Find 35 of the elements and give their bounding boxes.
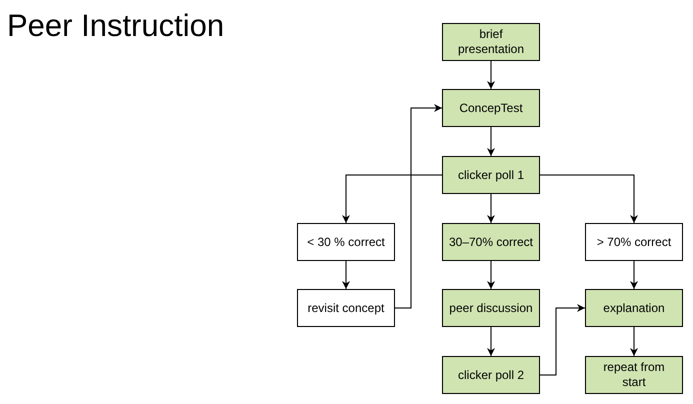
process-box [442, 356, 540, 394]
process-box [585, 223, 683, 261]
process-box [442, 89, 540, 127]
process-box [442, 156, 540, 194]
box-label: clicker poll 2 [456, 368, 526, 382]
process-box [585, 356, 683, 394]
arrow [487, 326, 495, 356]
process-box [442, 289, 540, 327]
diagram-title: Peer Instruction [7, 8, 224, 44]
box-label: brief presentation [456, 27, 526, 57]
arrow [487, 126, 495, 156]
box-label: 30–70% correct [448, 234, 534, 250]
box-label: < 30 % correct [306, 234, 386, 250]
process-box [585, 289, 683, 327]
box-label: revisit concept [306, 300, 386, 316]
arrow [630, 326, 638, 356]
process-box [442, 23, 540, 61]
box-label: explanation [602, 300, 666, 316]
box-label: ConcepTest [458, 100, 524, 116]
arrow [487, 260, 495, 290]
box-label: clicker poll 1 [456, 168, 526, 182]
arrow [394, 104, 442, 308]
arrow [540, 304, 586, 376]
arrow [342, 174, 442, 224]
process-box [297, 289, 395, 327]
arrow [487, 60, 495, 90]
process-box [442, 223, 540, 261]
arrow [487, 194, 495, 224]
arrow [630, 260, 638, 290]
box-label: peer discussion [448, 300, 534, 316]
process-box [297, 223, 395, 261]
arrow [540, 174, 638, 224]
box-label: > 70% correct [596, 234, 672, 250]
arrow [342, 260, 350, 290]
box-label: repeat from start [602, 360, 666, 390]
